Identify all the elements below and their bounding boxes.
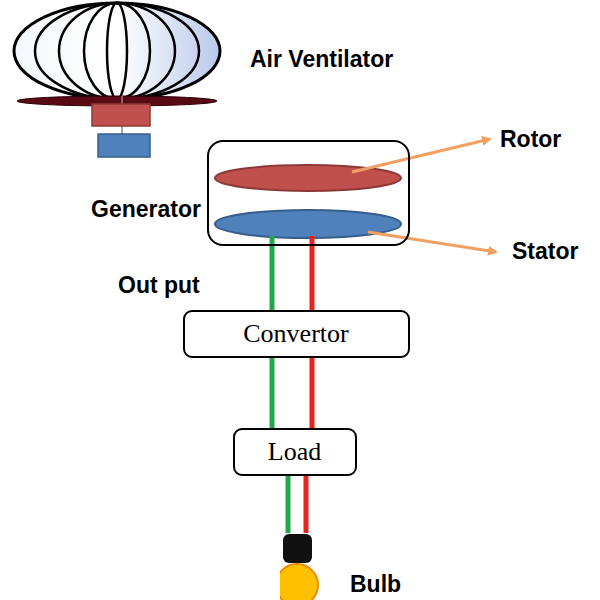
leader-line [352,139,490,172]
part-name: Air Ventilator [250,46,393,73]
wire [310,246,315,310]
leader-line [368,232,496,252]
node-text: Convertor [243,319,348,349]
convertor-box: Convertor [183,310,410,358]
wire [270,358,275,428]
node-text: Bulb [350,571,401,598]
generator-parts [215,165,401,238]
load-box: Load [233,428,357,476]
wire [304,476,309,533]
generator-box: Generator [207,140,410,246]
part-name: Out put [118,272,200,299]
part-name: Rotor [500,126,561,153]
part-name: Stator [512,238,578,265]
wire [286,476,291,533]
wire [310,358,315,428]
node-text: Generator [91,196,201,223]
node-text: Load [268,437,321,467]
bulb-symbol [280,533,330,600]
bulb: Bulb [280,533,450,600]
air-ventilator [14,3,220,157]
wire [270,246,275,310]
